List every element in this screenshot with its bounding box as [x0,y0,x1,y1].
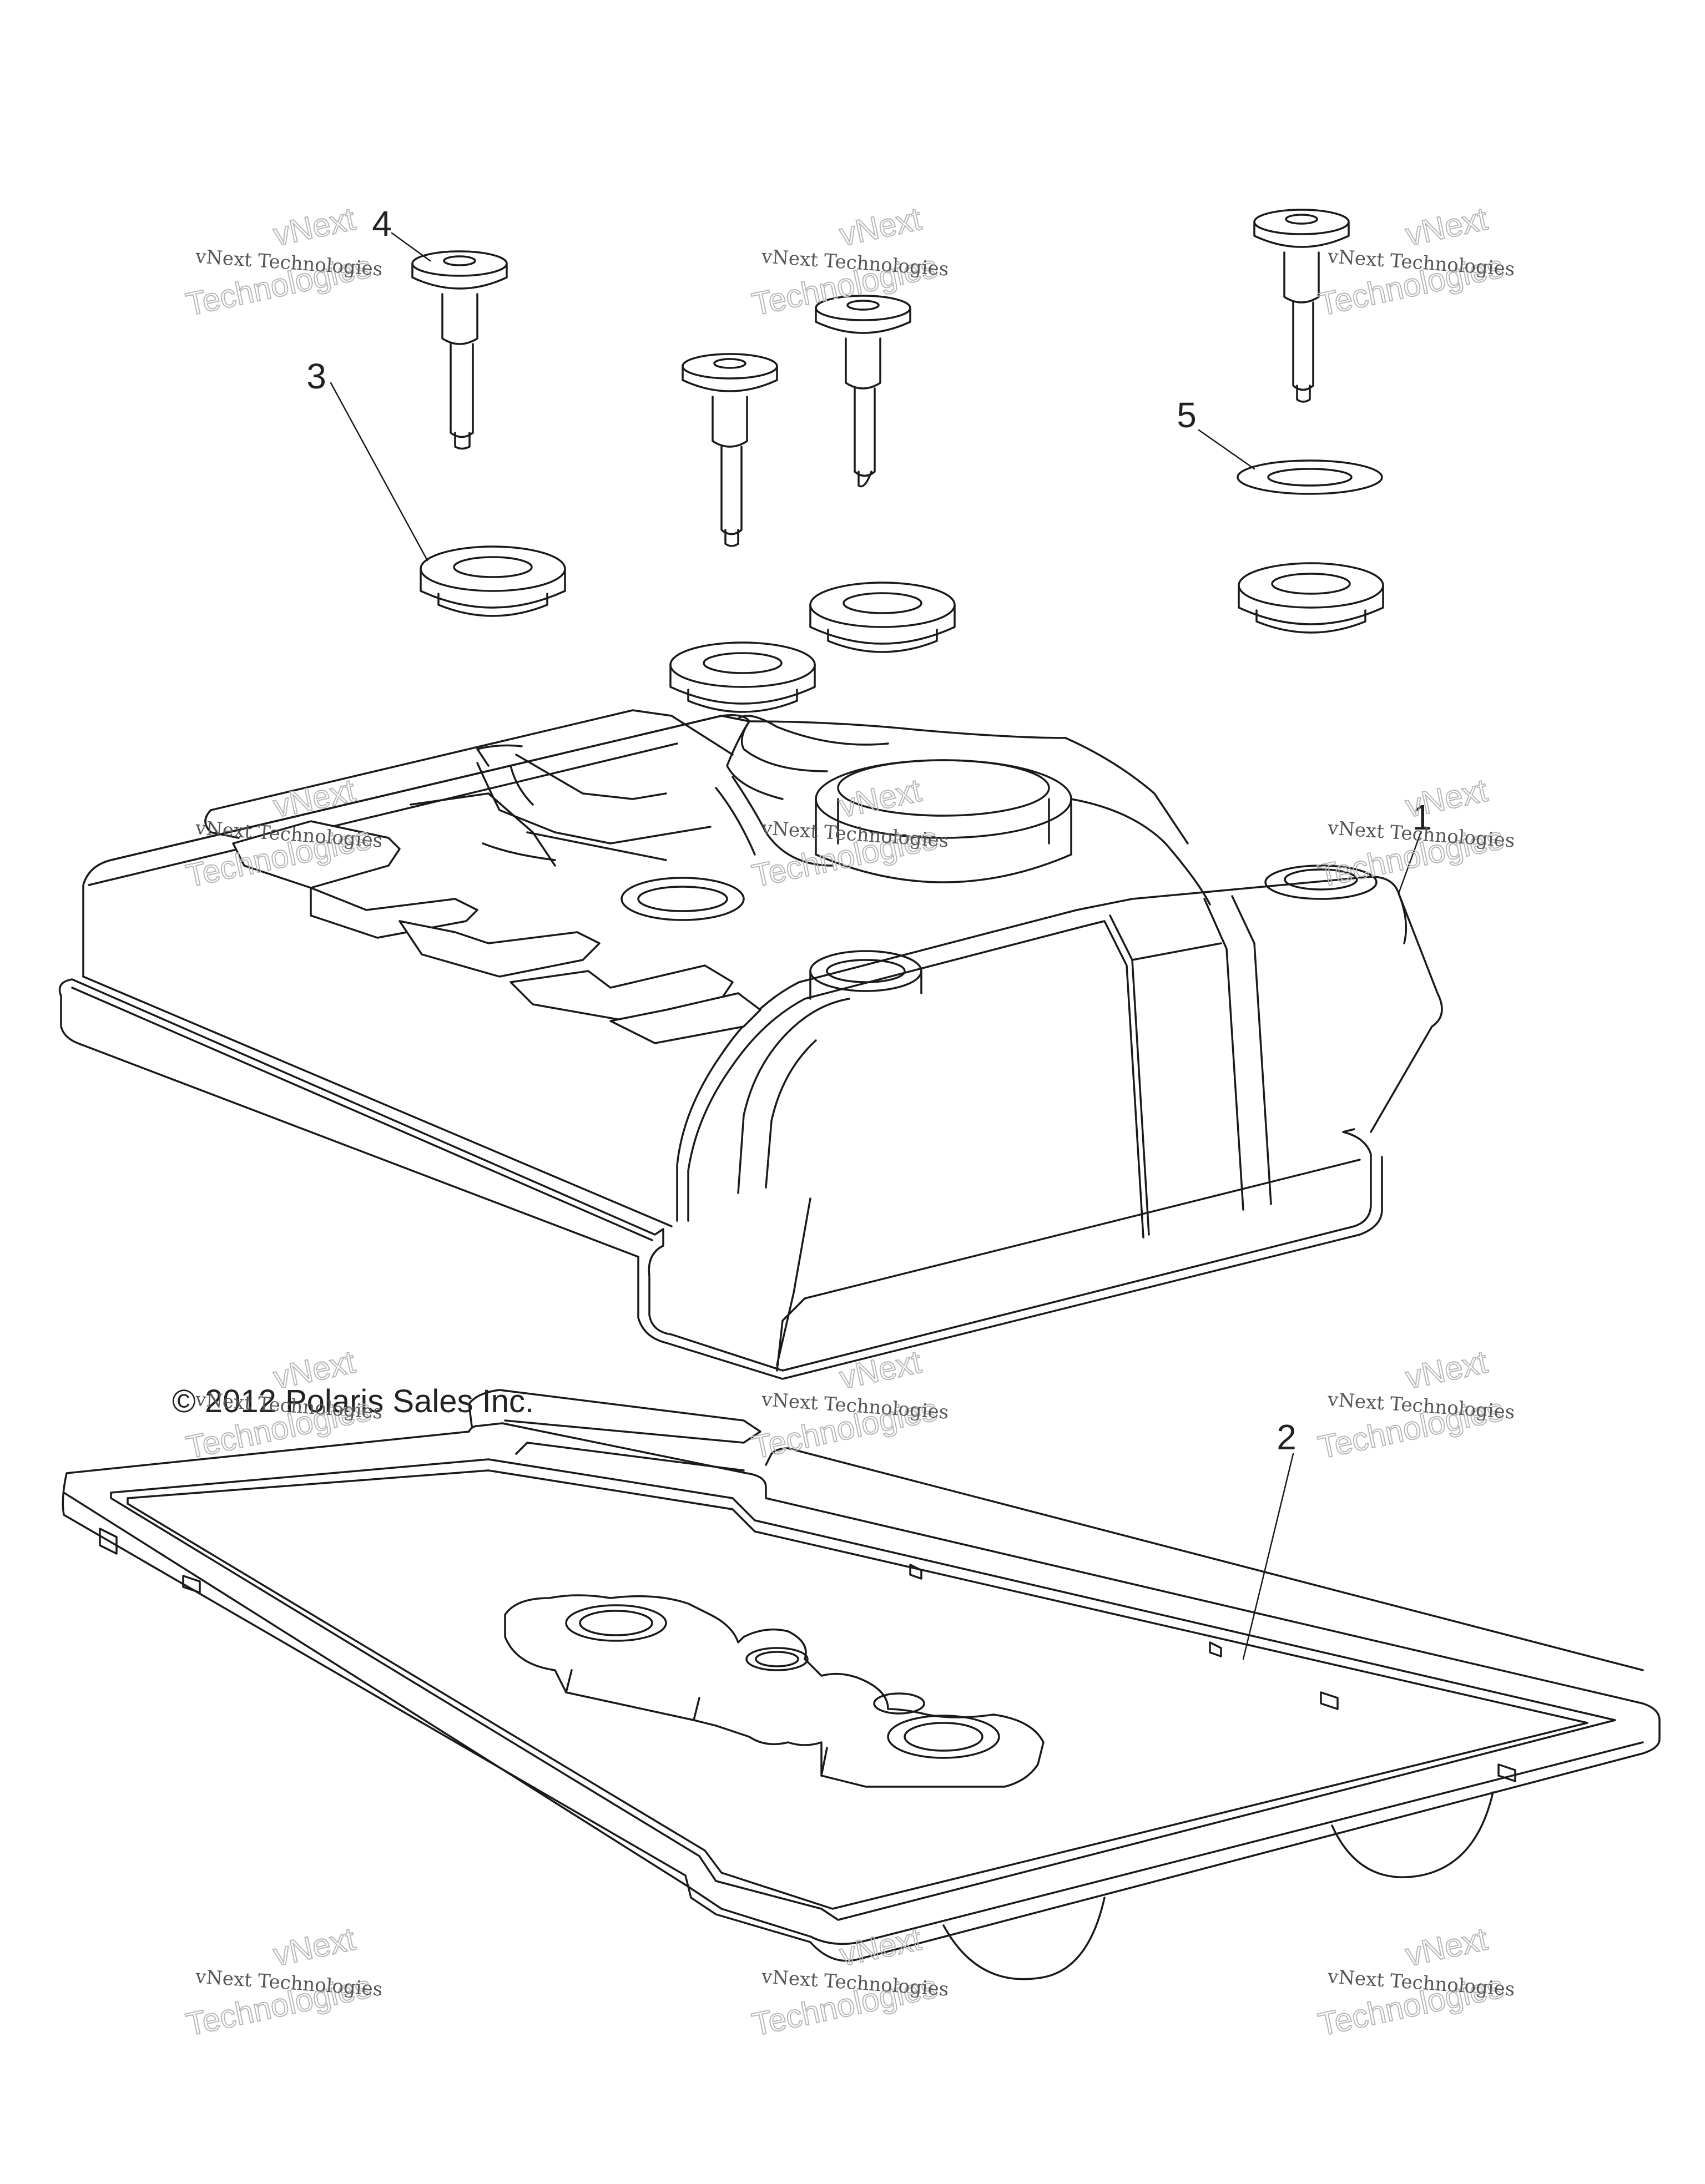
copyright-text: © 2012 Polaris Sales Inc. [172,1383,534,1419]
callout-4: 4 [372,204,392,244]
watermark-big-top: vNext [836,201,925,253]
watermark-big-top: vNext [1403,1921,1491,1973]
watermark-big-top: vNext [270,1921,359,1973]
grommet-a [420,545,566,617]
leader-3 [330,382,428,562]
callout-2: 2 [1277,1417,1297,1457]
bolt-d [1253,209,1350,403]
watermark-big-top: vNext [270,201,359,253]
grommet-d [1238,562,1384,634]
gasket [62,1389,1661,1980]
bolt-b [682,353,778,547]
watermark-big-top: vNext [270,772,359,825]
callouts: 4 3 5 1 2 [306,204,1432,1457]
bolt-a [411,250,508,450]
leader-1 [1398,831,1422,894]
watermark-big-top: vNext [1403,772,1491,825]
watermark-big-top: vNext [836,772,925,825]
grommet-c [669,641,816,713]
bolt-c [815,295,911,488]
callout-1: 1 [1412,797,1432,837]
leader-5 [1198,429,1255,470]
grommet-b [809,582,956,653]
leader-lines [330,232,1422,1660]
watermark-big-top: vNext [1403,1344,1491,1396]
valve-cover [58,709,1443,1380]
callout-3: 3 [306,356,326,396]
watermark-big-top: vNext [836,1344,925,1396]
leader-2 [1242,1453,1294,1660]
watermark-big-top: vNext [836,1921,925,1973]
watermark-big-top: vNext [1403,201,1491,253]
washer [1237,459,1383,495]
callout-5: 5 [1177,395,1197,435]
leader-4 [391,232,431,262]
